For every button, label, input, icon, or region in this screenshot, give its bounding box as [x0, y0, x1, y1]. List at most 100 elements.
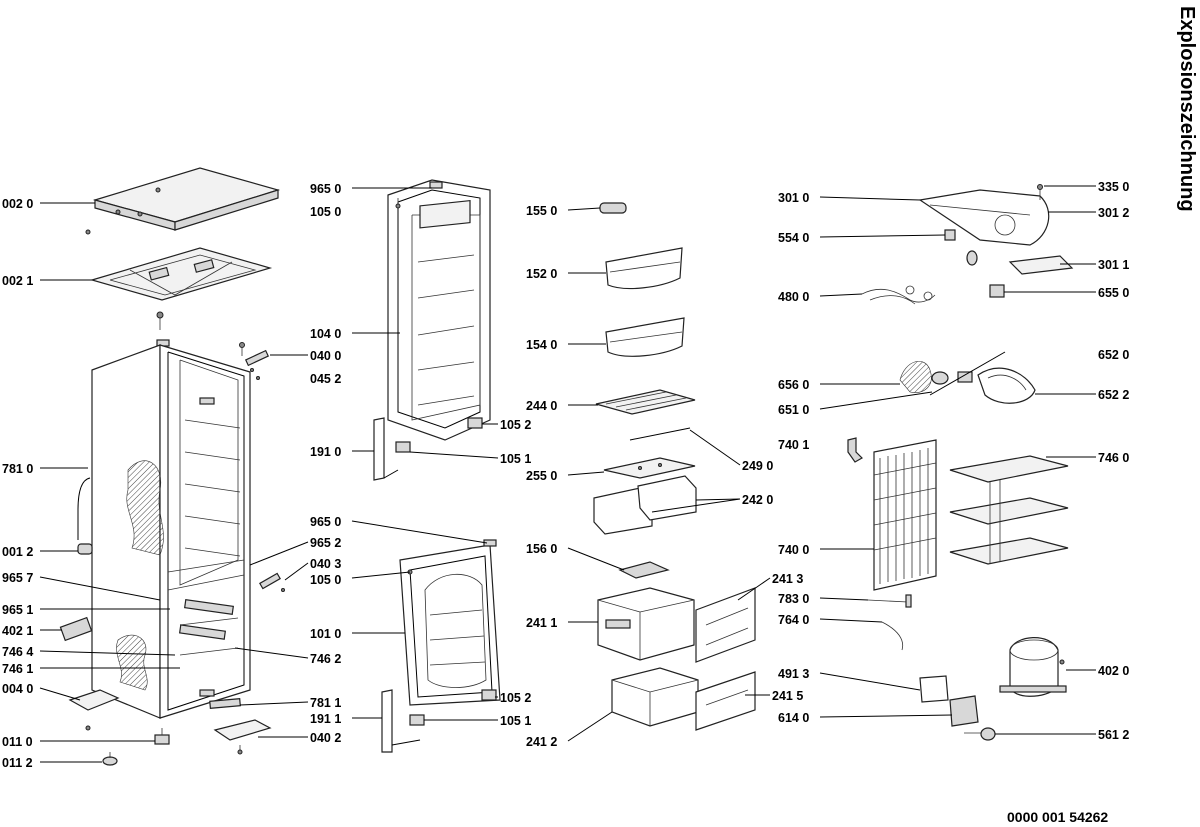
- part-lower-door-seal: [381, 689, 497, 753]
- label-965-2: 965 2: [310, 536, 341, 550]
- label-554-0: 554 0: [778, 231, 809, 245]
- label-746-0: 746 0: [1098, 451, 1129, 465]
- part-small-right: [867, 594, 996, 741]
- part-drawer-241-1: [597, 587, 695, 661]
- label-740-0: 740 0: [778, 543, 809, 557]
- part-control-housing: [918, 184, 1074, 275]
- label-040-2: 040 2: [310, 731, 341, 745]
- label-402-1: 402 1: [2, 624, 33, 638]
- part-rail-249: [629, 427, 691, 441]
- part-plate-255: [603, 457, 696, 479]
- label-242-0: 242 0: [742, 493, 773, 507]
- label-249-0: 249 0: [742, 459, 773, 473]
- label-154-0: 154 0: [526, 338, 557, 352]
- part-wiring-480: [861, 285, 936, 305]
- label-783-0: 783 0: [778, 592, 809, 606]
- label-105-2-b: 105 2: [500, 691, 531, 705]
- label-191-1: 191 1: [310, 712, 341, 726]
- part-lower-door: [399, 539, 501, 706]
- label-746-2: 746 2: [310, 652, 341, 666]
- label-011-2: 011 2: [2, 756, 33, 770]
- part-lamp-assembly: [899, 351, 1036, 404]
- leaders-door: [351, 187, 499, 721]
- part-upper-door: [387, 179, 491, 441]
- label-040-3: 040 3: [310, 557, 341, 571]
- document-number: 0000 001 54262: [1007, 809, 1108, 825]
- label-656-0: 656 0: [778, 378, 809, 392]
- part-wire-shelf-244: [595, 389, 696, 415]
- label-241-5: 241 5: [772, 689, 803, 703]
- part-top-hinge: [156, 339, 270, 380]
- leaders-center: [567, 207, 771, 742]
- part-evaporator-shelves: [949, 455, 1069, 565]
- label-255-0: 255 0: [526, 469, 557, 483]
- label-001-2: 001 2: [2, 545, 33, 559]
- label-105-0-b: 105 0: [310, 573, 341, 587]
- leaders-left: [39, 202, 309, 763]
- part-clip-155: [599, 202, 627, 214]
- part-switch-655: [989, 284, 1005, 298]
- part-front-241-5: [695, 671, 756, 731]
- label-746-4: 746 4: [2, 645, 33, 659]
- label-655-0: 655 0: [1098, 286, 1129, 300]
- label-480-0: 480 0: [778, 290, 809, 304]
- label-156-0: 156 0: [526, 542, 557, 556]
- part-front-241-3: [695, 587, 756, 663]
- label-002-0: 002 0: [2, 197, 33, 211]
- label-011-0: 011 0: [2, 735, 33, 749]
- label-002-1: 002 1: [2, 274, 33, 288]
- label-561-2: 561 2: [1098, 728, 1129, 742]
- label-740-1: 740 1: [778, 438, 809, 452]
- label-614-0: 614 0: [778, 711, 809, 725]
- label-241-1: 241 1: [526, 616, 557, 630]
- label-155-0: 155 0: [526, 204, 557, 218]
- leaders-right: [819, 185, 1096, 735]
- part-boxes-242: [593, 475, 697, 535]
- label-301-0: 301 0: [778, 191, 809, 205]
- label-105-1-b: 105 1: [500, 714, 531, 728]
- label-965-7: 965 7: [2, 571, 33, 585]
- label-105-0-a: 105 0: [310, 205, 341, 219]
- label-152-0: 152 0: [526, 267, 557, 281]
- part-grid-156: [618, 561, 670, 579]
- label-781-0: 781 0: [2, 462, 33, 476]
- label-746-1: 746 1: [2, 662, 33, 676]
- label-335-0: 335 0: [1098, 180, 1129, 194]
- label-781-1: 781 1: [310, 696, 341, 710]
- label-651-0: 651 0: [778, 403, 809, 417]
- label-241-2: 241 2: [526, 735, 557, 749]
- label-965-0-a: 965 0: [310, 182, 341, 196]
- label-105-2-a: 105 2: [500, 418, 531, 432]
- part-evaporator: [847, 437, 937, 591]
- label-491-3: 491 3: [778, 667, 809, 681]
- part-cabinet: [91, 344, 251, 719]
- label-301-1: 301 1: [1098, 258, 1129, 272]
- part-compressor: [999, 637, 1067, 697]
- part-door-shelf-152: [605, 247, 683, 290]
- label-040-0: 040 0: [310, 349, 341, 363]
- part-top-cover: [85, 167, 281, 235]
- label-104-0: 104 0: [310, 327, 341, 341]
- label-301-2: 301 2: [1098, 206, 1129, 220]
- part-top-frame: [89, 247, 273, 330]
- part-labels: 002 0 002 1 781 0 001 2 965 7 965 1 402 …: [2, 180, 1129, 770]
- label-764-0: 764 0: [778, 613, 809, 627]
- label-191-0: 191 0: [310, 445, 341, 459]
- label-402-0: 402 0: [1098, 664, 1129, 678]
- part-small-left: [59, 572, 285, 766]
- part-drain-tube: [77, 477, 93, 555]
- label-965-1: 965 1: [2, 603, 33, 617]
- label-241-3: 241 3: [772, 572, 803, 586]
- label-004-0: 004 0: [2, 682, 33, 696]
- label-101-0: 101 0: [310, 627, 341, 641]
- label-652-0: 652 0: [1098, 348, 1129, 362]
- part-door-shelf-154: [605, 317, 685, 357]
- label-965-0-b: 965 0: [310, 515, 341, 529]
- part-upper-door-seal: [373, 417, 483, 481]
- part-drawer-241-2: [611, 667, 699, 727]
- label-652-2: 652 2: [1098, 388, 1129, 402]
- label-244-0: 244 0: [526, 399, 557, 413]
- label-105-1-a: 105 1: [500, 452, 531, 466]
- diagram-title: Explosionszeichnung: [1176, 6, 1198, 212]
